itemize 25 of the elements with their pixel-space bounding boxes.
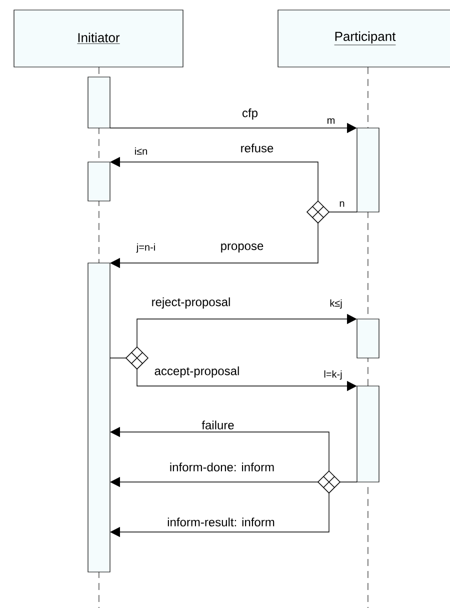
message-arrow	[110, 492, 330, 538]
message-label: inform-result: inform	[166, 516, 276, 528]
message-label: refuse	[238, 142, 276, 154]
multiplicity-label: j=n-i	[136, 243, 155, 253]
multiplicity-label: m	[328, 118, 334, 124]
message-arrow	[136, 314, 357, 348]
message-label: failure	[200, 419, 236, 431]
activation-bar	[356, 386, 380, 482]
message-label: propose	[218, 242, 266, 254]
message-label: accept-proposal	[152, 364, 242, 380]
activation-bar	[88, 76, 110, 128]
lifeline-box: Initiator	[14, 10, 184, 68]
activation-bar	[356, 318, 380, 358]
multiplicity-label: k≤j	[330, 299, 342, 309]
message-arrow	[110, 222, 318, 268]
message-label: reject-proposal	[150, 296, 232, 310]
message-label: inform-done: inform	[168, 461, 276, 473]
activation-bar	[88, 262, 110, 572]
multiplicity-label: l=k-j	[324, 370, 342, 380]
multiplicity-label: n	[340, 201, 344, 207]
lifeline-box: Participant	[278, 10, 450, 68]
message-label: cfp	[240, 106, 260, 122]
activation-bar	[356, 128, 380, 212]
activation-bar	[88, 162, 110, 202]
multiplicity-label: i≤n	[135, 147, 147, 155]
